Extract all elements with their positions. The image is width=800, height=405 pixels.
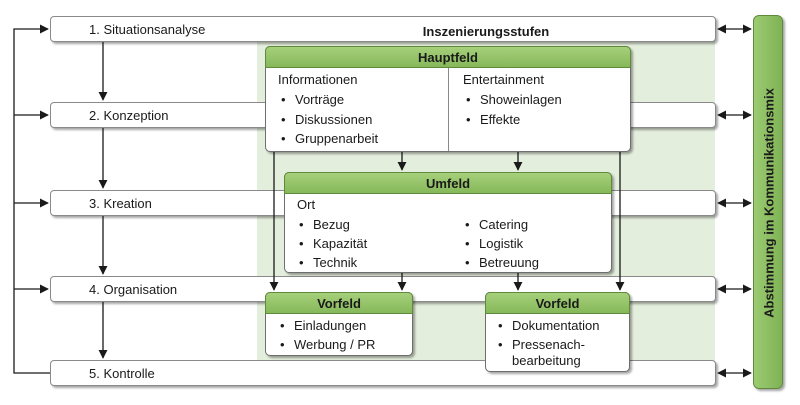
list-item: Showeinlagen	[466, 92, 562, 107]
step-label: 5. Kontrolle	[89, 366, 155, 381]
list-item: Dokumentation	[498, 318, 600, 333]
step-label: 3. Kreation	[89, 196, 152, 211]
step-label: 2. Konzeption	[89, 108, 169, 123]
step-label: 4. Organisation	[89, 282, 178, 297]
list-item: Technik	[299, 255, 357, 270]
hauptfeld-divider	[448, 68, 449, 151]
communication-mix-bar: Abstimmung im Kommunikationsmix	[753, 15, 783, 389]
vorfeld-left-box: Vorfeld Einladungen Werbung / PR	[265, 292, 413, 356]
list-item: Betreuung	[465, 255, 539, 270]
vorfeld-left-header: Vorfeld	[265, 292, 413, 314]
entertainment-heading: Entertainment	[463, 72, 544, 87]
hauptfeld-header: Hauptfeld	[265, 46, 631, 68]
list-item: Catering	[465, 217, 528, 232]
list-item: Effekte	[466, 112, 520, 127]
list-item: Pressenach-	[498, 337, 585, 352]
umfeld-header: Umfeld	[284, 172, 612, 194]
hauptfeld-box: Hauptfeld Informationen Vorträge Diskuss…	[265, 46, 631, 152]
step-situationsanalyse: 1. Situationsanalyse	[50, 16, 716, 42]
list-item: Gruppenarbeit	[281, 131, 378, 146]
list-item: Logistik	[465, 236, 523, 251]
informationen-heading: Informationen	[278, 72, 358, 87]
list-item: Diskussionen	[281, 112, 372, 127]
umfeld-box: Umfeld Ort Bezug Kapazität Technik Cater…	[284, 172, 612, 273]
list-item: Vorträge	[281, 92, 344, 107]
list-item-continuation: bearbeitung	[512, 353, 581, 368]
list-item: Werbung / PR	[280, 337, 375, 352]
step-label: 1. Situationsanalyse	[89, 22, 206, 37]
vorfeld-right-header: Vorfeld	[485, 292, 630, 314]
vorfeld-right-box: Vorfeld Dokumentation Pressenach- bearbe…	[485, 292, 630, 372]
communication-mix-label: Abstimmung im Kommunikationsmix	[761, 88, 777, 318]
list-item: Einladungen	[280, 318, 366, 333]
panel-title: Inszenierungsstufen	[422, 24, 550, 39]
list-item: Kapazität	[299, 236, 367, 251]
list-item: Bezug	[299, 217, 350, 232]
feedback-loop-line	[13, 24, 50, 374]
ort-heading: Ort	[297, 197, 316, 212]
